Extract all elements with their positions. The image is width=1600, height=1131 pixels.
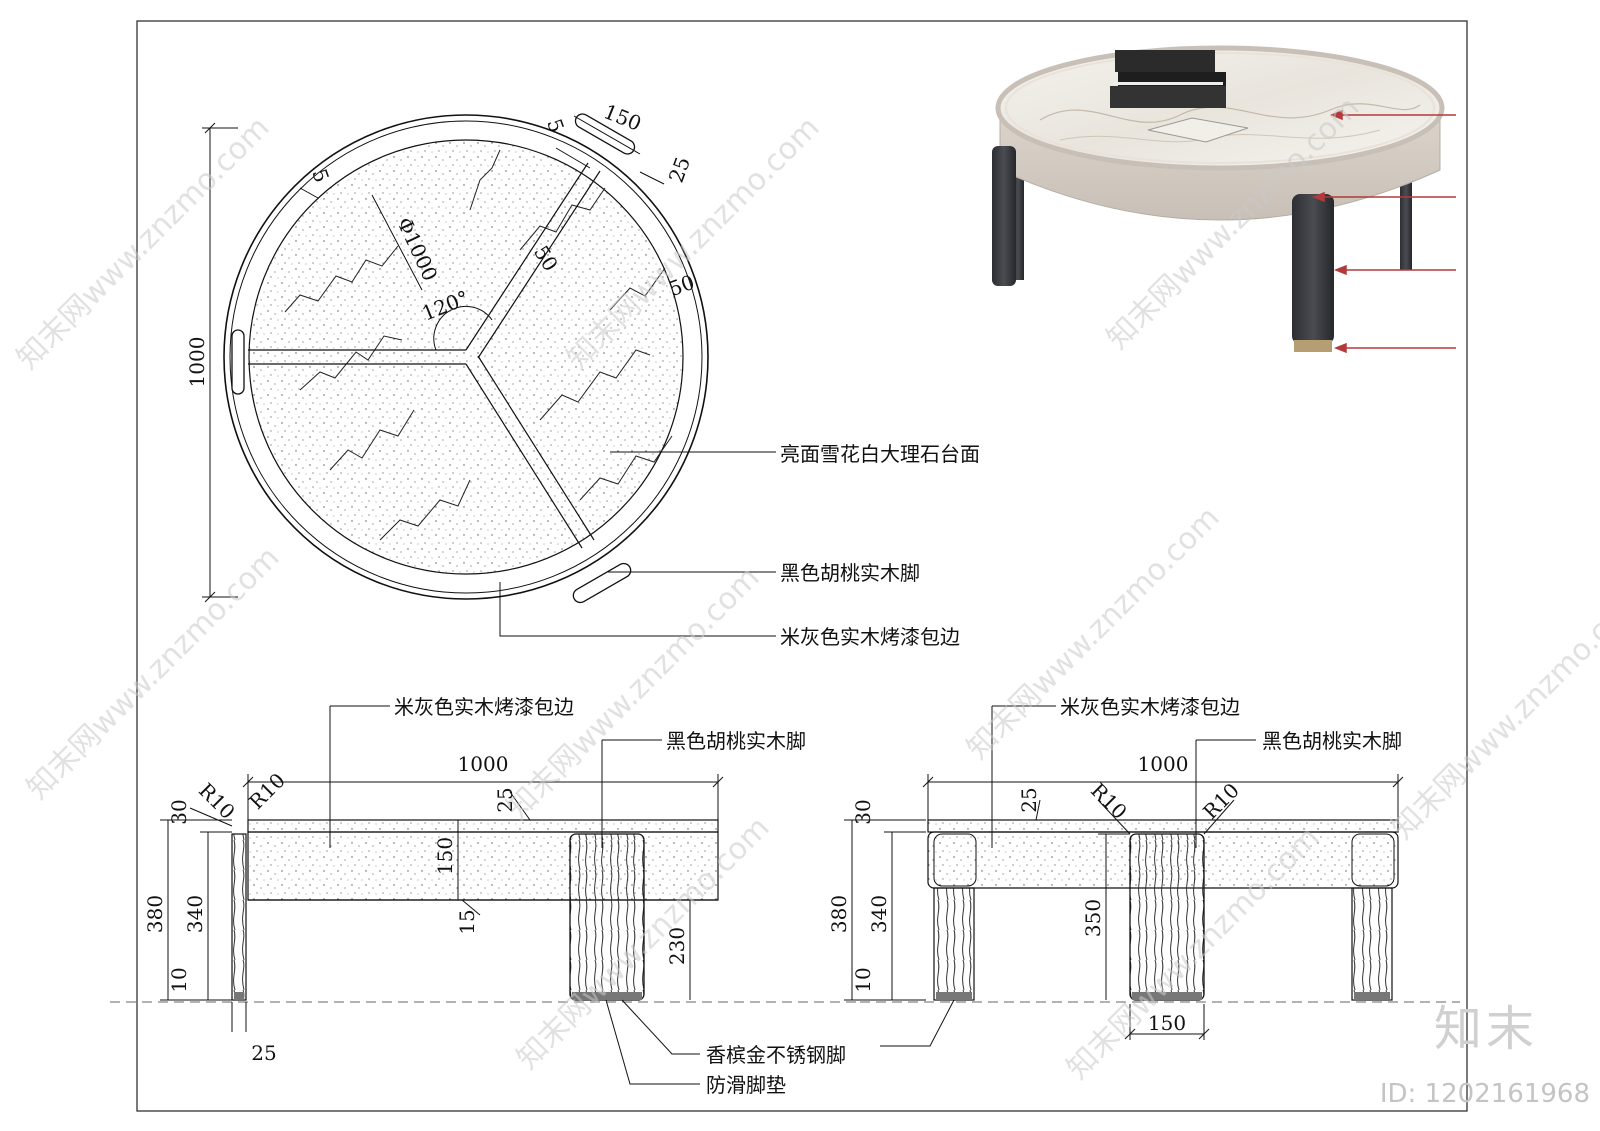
callout-pad: 防滑脚垫: [706, 1073, 786, 1097]
brand-watermark: 知末: [1433, 1001, 1538, 1057]
left-dim-h10: 10: [167, 967, 191, 992]
left-dim-h230: 230: [665, 927, 689, 965]
right-dimensions: [844, 705, 1404, 1047]
right-dim-h30: 30: [851, 799, 875, 824]
plan-leg-left: [231, 329, 245, 395]
photo-arrows: [1311, 109, 1456, 354]
right-callout-walnut-leg: 黑色胡桃实木脚: [1262, 729, 1402, 753]
left-dim-width: 1000: [458, 752, 509, 776]
dim-plan-twentyfive: 25: [664, 154, 695, 186]
right-dim-h10: 10: [851, 967, 875, 992]
outer-circle: [223, 114, 709, 600]
product-photo: [968, 30, 1456, 390]
left-top-slab: [247, 819, 719, 833]
marble-top-circle: [248, 139, 684, 575]
left-callout-gray-edge: 米灰色实木烤漆包边: [394, 695, 574, 719]
left-dim-edge25: 25: [251, 1041, 276, 1065]
id-watermark: ID: 1202161968: [1379, 1079, 1590, 1109]
right-dim-top-thk: 25: [1017, 787, 1041, 812]
watermark-text-6: 知末网www.znzmo.com: [960, 500, 1226, 766]
left-dim-top-thk: 25: [493, 787, 517, 812]
left-steel-foot: [572, 992, 642, 1000]
elevation-left: [110, 705, 860, 1085]
right-callout-gray-edge: 米灰色实木烤漆包边: [1060, 695, 1240, 719]
watermark-text-4: 知末网www.znzmo.com: [20, 540, 286, 806]
left-callout-walnut-leg: 黑色胡桃实木脚: [666, 729, 806, 753]
elevation-right: [844, 705, 1460, 1047]
plan-dim-leg: [299, 115, 665, 199]
callout-gray-edge: 米灰色实木烤漆包边: [780, 625, 960, 649]
dim-plan-five-b: 5: [307, 166, 334, 186]
left-band: [247, 831, 719, 901]
plan-dim-vertical: [202, 122, 238, 603]
marble-veins: [284, 149, 673, 541]
left-dim-r-b: R10: [244, 768, 290, 814]
sheet-frame: [136, 20, 1468, 1112]
rim-circle: [229, 120, 703, 594]
watermark-text-9: 知末网www.znzmo.com: [1385, 580, 1600, 846]
plan-leg-bottom: [572, 562, 632, 604]
callout-walnut-leg: 黑色胡桃实木脚: [780, 561, 920, 585]
left-dimensions: [160, 705, 724, 1085]
left-dim-h15: 15: [455, 909, 479, 934]
left-dim-h380: 380: [143, 895, 167, 933]
right-left-leg: [933, 887, 975, 1001]
right-dim-h350: 350: [1081, 899, 1105, 937]
support-arms: [248, 162, 601, 549]
right-right-leg: [1351, 887, 1393, 1001]
right-dim-h380: 380: [827, 895, 851, 933]
right-dim-r-b: R10: [1198, 778, 1244, 824]
right-dim-h340: 340: [867, 895, 891, 933]
dim-plan-overall: 1000: [185, 337, 209, 388]
plan-callout-lines: [499, 451, 776, 637]
left-dim-h340: 340: [183, 895, 207, 933]
left-dim-band: 150: [433, 837, 457, 875]
left-dim-r-a: R10: [194, 778, 240, 824]
left-end-leg: [231, 833, 247, 1001]
callout-steel-foot: 香槟金不锈钢脚: [706, 1043, 846, 1067]
left-dim-h30: 30: [167, 799, 191, 824]
callout-marble-top: 亮面雪花白大理石台面: [780, 442, 980, 466]
diameter-leader: [371, 194, 423, 291]
right-top-slab: [927, 819, 1399, 833]
watermark-text-5: 知末网www.znzmo.com: [500, 560, 766, 826]
angle-arc: [433, 305, 493, 351]
right-dim-r-a: R10: [1086, 778, 1132, 824]
right-dim-leg150: 150: [1148, 1011, 1186, 1035]
plan-view: [202, 113, 709, 604]
right-dim-width: 1000: [1138, 752, 1189, 776]
